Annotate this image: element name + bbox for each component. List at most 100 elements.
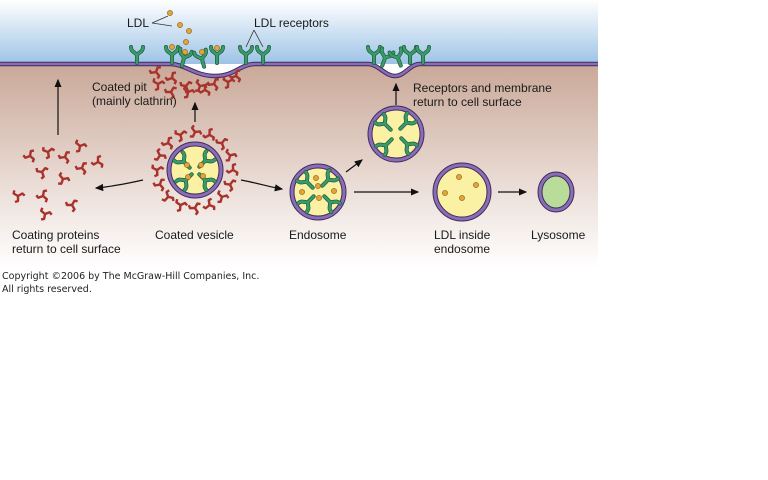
coated-vesicle <box>151 124 239 216</box>
clathrin-triskelion <box>152 178 165 192</box>
free-coating-proteins <box>12 139 104 221</box>
clathrin-triskelion <box>222 76 236 90</box>
recycling-receptor <box>373 112 393 132</box>
surface-receptor <box>164 45 180 65</box>
label-lysosome: Lysosome <box>531 228 586 242</box>
endosome-receptor <box>320 168 340 188</box>
arrow-vesicle-to-endosome <box>240 179 284 192</box>
ldl-particle <box>186 28 192 34</box>
clathrin-triskelion <box>223 179 237 193</box>
label-coated-pit: Coated pit (mainly clathrin) <box>92 80 177 108</box>
label-coated-pit-line1: Coated pit <box>92 80 147 94</box>
copyright-notice: Copyright ©2006 by The McGraw-Hill Compa… <box>2 270 259 296</box>
ldl-endocytosis-diagram: LDL LDL receptors Coated pit (mainly cla… <box>0 0 600 268</box>
clathrin-triskelion <box>202 127 216 141</box>
clathrin-triskelion <box>58 171 71 185</box>
endosome-receptor <box>322 194 342 214</box>
endosome-receptor <box>295 170 315 190</box>
surface-receptor <box>209 45 225 65</box>
clathrin-triskelion <box>202 197 216 211</box>
ldl-particle <box>184 162 190 168</box>
clathrin-triskelion <box>225 162 239 176</box>
ldl-particle <box>299 189 305 195</box>
clathrin-triskelion <box>153 147 167 161</box>
clathrin-triskelion <box>42 147 56 160</box>
clathrin-triskelion <box>215 137 229 151</box>
surface-receptor <box>178 46 194 68</box>
clathrin-triskelion <box>197 82 211 96</box>
ldl-inside-endosome <box>432 162 492 222</box>
ldl-particle <box>167 10 173 16</box>
ldl-particle <box>316 195 322 201</box>
label-coating-proteins: Coating proteins return to cell surface <box>12 228 121 256</box>
clathrin-triskelion <box>164 71 178 85</box>
diagram-canvas <box>0 0 598 268</box>
label-endosome: Endosome <box>289 228 347 242</box>
label-receptors-return: Receptors and membrane return to cell su… <box>413 81 552 109</box>
clathrin-triskelion <box>187 202 201 216</box>
label-coated-vesicle: Coated vesicle <box>155 228 234 242</box>
ldl-particle <box>214 45 220 51</box>
label-ldl-receptors: LDL receptors <box>254 16 329 30</box>
recycling-receptor <box>398 111 418 131</box>
clathrin-triskelion <box>175 198 189 212</box>
ldl-particle <box>169 44 175 50</box>
clathrin-triskelion <box>160 136 174 150</box>
ldl-particle <box>177 22 183 28</box>
clathrin-triskelion <box>64 199 78 213</box>
clathrin-triskelion <box>174 130 188 143</box>
recycling-receptor <box>374 137 394 157</box>
surface-receptor <box>238 45 254 65</box>
copyright-line1: Copyright ©2006 by The McGraw-Hill Compa… <box>2 271 260 282</box>
label-ldl-inside-line2: endosome <box>434 242 491 256</box>
label-coating-proteins-line2: return to cell surface <box>12 242 121 256</box>
clathrin-triskelion <box>35 166 49 180</box>
recycling-receptor <box>399 136 419 156</box>
arrow-vesicle-to-coating <box>94 179 144 192</box>
clathrin-triskelion <box>148 66 161 80</box>
label-ldl-inside-endosome: LDL inside endosome <box>434 228 490 256</box>
clathrin-triskelion <box>163 86 177 100</box>
endosome-receptor <box>296 194 316 214</box>
extracellular-space <box>0 0 598 64</box>
clathrin-triskelion <box>39 207 53 221</box>
ldl-particle <box>185 174 191 180</box>
clathrin-triskelion <box>152 78 166 92</box>
ldl-particle <box>313 175 319 181</box>
ldl-particle <box>200 173 206 179</box>
surface-receptor <box>366 45 382 65</box>
surface-receptor <box>129 45 145 65</box>
clathrin-triskelion <box>161 189 175 202</box>
ldl-particles <box>167 10 220 55</box>
clathrin-triskelion <box>12 190 26 204</box>
ldl-particle <box>182 49 188 55</box>
recycling-vesicle <box>367 105 425 163</box>
ldl-particle <box>198 162 204 168</box>
label-coated-pit-line2: (mainly clathrin) <box>92 94 177 108</box>
clathrin-triskelion <box>206 78 219 92</box>
surface-receptors <box>129 45 431 69</box>
surface-receptor <box>255 45 271 65</box>
ldl-particle <box>199 49 205 55</box>
label-receptors-return-line2: return to cell surface <box>413 95 522 109</box>
clathrin-triskelion <box>90 154 104 168</box>
clathrin-triskelion <box>35 189 49 203</box>
copyright-line2: All rights reserved. <box>2 284 92 295</box>
endosome <box>289 163 347 221</box>
clathrin-triskelion <box>57 151 70 165</box>
surface-receptor <box>415 45 431 65</box>
vesicle-receptor <box>174 172 194 192</box>
clathrin-triskelion <box>225 148 238 162</box>
clathrin-triskelion <box>151 164 165 178</box>
clathrin-triskelion <box>22 149 36 163</box>
surface-receptor <box>192 47 208 69</box>
ldl-pointer-line <box>151 15 173 27</box>
surface-receptor <box>379 46 396 68</box>
coated-pit-clathrin <box>148 66 242 100</box>
clathrin-triskelion <box>182 85 196 99</box>
clathrin-triskelion <box>217 190 230 204</box>
clathrin-triskelion <box>74 162 87 176</box>
ldl-particle <box>331 188 337 194</box>
label-coating-proteins-line1: Coating proteins <box>12 228 100 242</box>
surface-receptor <box>387 46 404 68</box>
